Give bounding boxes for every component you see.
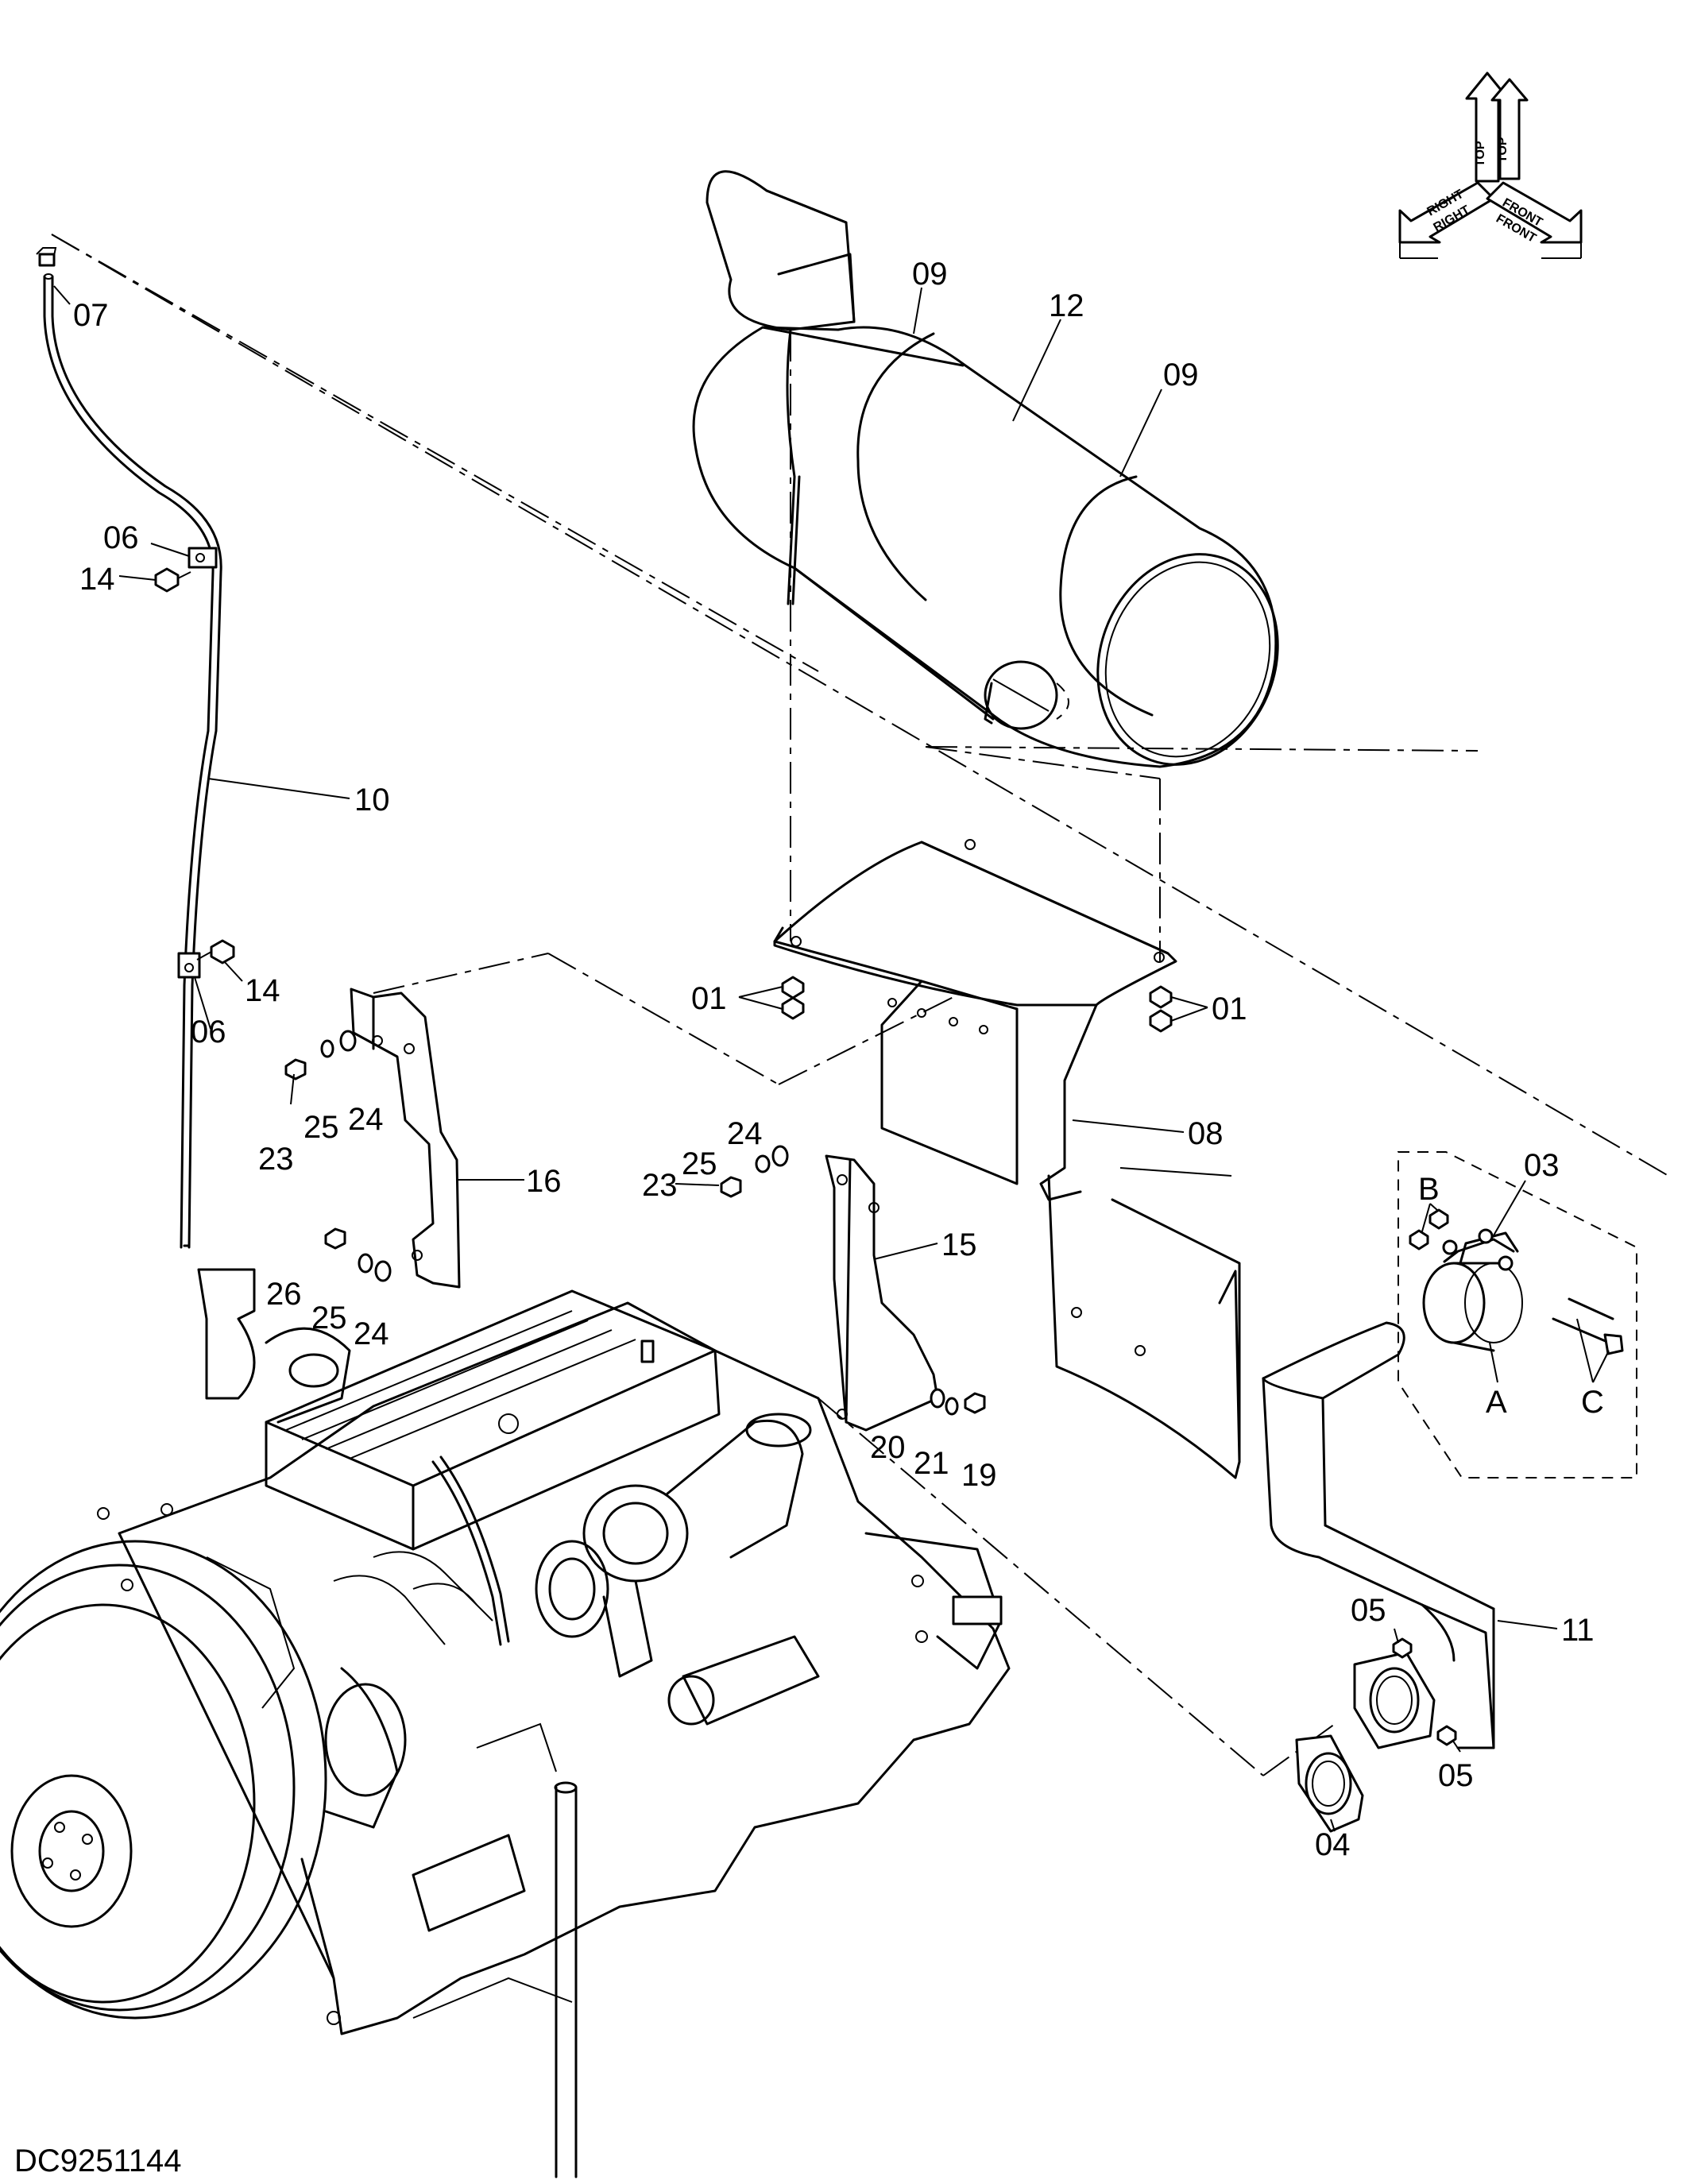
clip-icon-07	[36, 247, 57, 267]
callout-24-c: 24	[354, 1316, 389, 1351]
callout-01-a: 01	[691, 981, 727, 1016]
callout-A: A	[1486, 1385, 1507, 1420]
callout-06-b: 06	[191, 1015, 226, 1049]
washer-icon-24-b	[771, 1145, 789, 1167]
callout-25-a: 25	[303, 1110, 339, 1145]
callout-09-b: 09	[1163, 358, 1199, 392]
leader-lines	[53, 285, 1610, 1832]
callout-07: 07	[73, 298, 109, 333]
bolt-icon-26	[324, 1227, 346, 1250]
nut-icon-01-a	[781, 976, 805, 1020]
callout-05-a: 05	[1351, 1593, 1386, 1628]
callout-09-a: 09	[912, 257, 948, 292]
washer-icon-25-b	[755, 1154, 771, 1173]
washer-icon-24-c	[374, 1260, 392, 1282]
callout-25-b: 25	[682, 1146, 717, 1181]
callout-23-a: 23	[258, 1142, 294, 1177]
bolt-icon-19	[964, 1392, 986, 1414]
callout-B: B	[1418, 1172, 1440, 1207]
callout-12: 12	[1049, 288, 1084, 323]
callout-24-b: 24	[727, 1116, 763, 1151]
support-bracket-16	[284, 988, 461, 1289]
callout-26: 26	[266, 1277, 302, 1312]
washer-icon-25-a	[320, 1039, 334, 1058]
callout-15: 15	[941, 1227, 977, 1262]
clamp-detail-03	[1398, 1151, 1637, 1479]
drawing-id: DC9251144	[14, 2143, 182, 2178]
callout-20: 20	[870, 1430, 906, 1465]
engine-assembly	[0, 1268, 1011, 2178]
washer-icon-24-a	[339, 1030, 357, 1052]
callout-21: 21	[914, 1446, 949, 1481]
callout-25-c: 25	[311, 1301, 347, 1336]
washer-icon-20	[930, 1388, 945, 1409]
callout-C: C	[1581, 1385, 1604, 1420]
nut-icon-05-a	[1392, 1637, 1413, 1659]
callout-23-b: 23	[642, 1168, 678, 1203]
muffler-bracket-08	[773, 839, 1241, 1479]
washer-icon-25-c	[358, 1253, 373, 1274]
nut-icon-05-b	[1436, 1725, 1457, 1746]
callout-24-a: 24	[348, 1102, 384, 1137]
callout-06-a: 06	[103, 520, 139, 555]
callout-11: 11	[1561, 1613, 1595, 1648]
callout-14-a: 14	[79, 562, 115, 597]
bolt-icon-14-a	[154, 567, 191, 593]
nut-icon-B	[1409, 1208, 1449, 1250]
flange-icon-11	[1353, 1651, 1436, 1749]
bolt-icon-23-a	[284, 1058, 307, 1105]
callout-04: 04	[1315, 1827, 1351, 1862]
callout-10: 10	[354, 783, 390, 818]
support-bracket-15	[720, 1145, 986, 1432]
orientation-label-top-1: TOP	[1474, 141, 1487, 167]
bolt-icon-C	[1552, 1297, 1624, 1355]
callout-14-b: 14	[245, 973, 280, 1008]
clamp-icon-06-b	[177, 952, 201, 979]
callout-labels: 07 06 14 10 14 06 09 12 09 01 01 08 23 2…	[73, 257, 1604, 1862]
dipstick-tube-assembly	[36, 247, 235, 1249]
assembly-center-lines	[51, 234, 1669, 1776]
callout-08: 08	[1188, 1116, 1224, 1151]
bolt-icon-23-b	[720, 1176, 742, 1198]
orientation-marker: TOP TOP RIGHT RIGHT FRONT FRONT	[1398, 72, 1583, 259]
callout-01-b: 01	[1212, 991, 1247, 1026]
callout-05-b: 05	[1438, 1758, 1474, 1793]
callout-19: 19	[961, 1458, 997, 1493]
clamp-icon-06-a	[187, 547, 218, 569]
callout-16: 16	[526, 1164, 562, 1199]
orientation-label-top-2: TOP	[1496, 137, 1510, 163]
gasket-04	[1295, 1734, 1364, 1833]
washer-icon-21	[945, 1397, 959, 1416]
nut-icon-01-b	[1149, 985, 1173, 1033]
muffler-12	[692, 170, 1279, 768]
callout-03: 03	[1524, 1148, 1560, 1183]
exhaust-pipe-11	[1262, 1321, 1495, 1749]
bolt-icon-14-b	[196, 939, 235, 964]
